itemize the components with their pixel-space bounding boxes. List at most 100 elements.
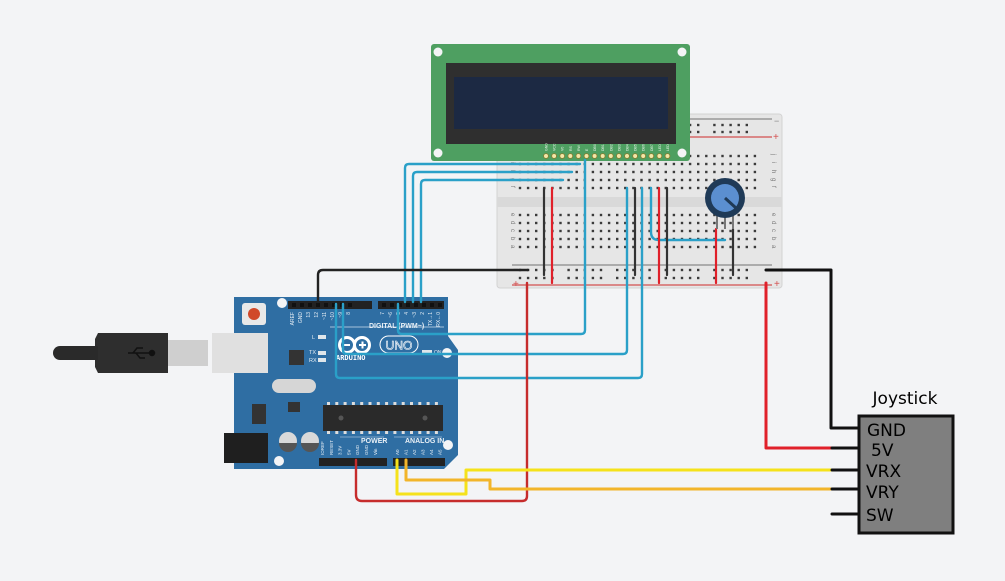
rail-hole[interactable] bbox=[632, 268, 635, 272]
lcd-pin[interactable] bbox=[567, 153, 574, 159]
breadboard-hole[interactable] bbox=[737, 221, 740, 225]
wire-lcd-e[interactable] bbox=[341, 186, 629, 356]
breadboard-hole[interactable] bbox=[745, 245, 748, 249]
breadboard-hole[interactable] bbox=[672, 229, 676, 233]
rail-hole[interactable] bbox=[567, 276, 570, 280]
breadboard-hole[interactable] bbox=[753, 162, 757, 166]
breadboard-hole[interactable] bbox=[745, 213, 748, 217]
breadboard-hole[interactable] bbox=[753, 213, 757, 217]
breadboard-hole[interactable] bbox=[632, 178, 635, 182]
rail-hole[interactable] bbox=[737, 268, 740, 272]
breadboard-hole[interactable] bbox=[688, 170, 692, 174]
joystick-module[interactable]: Joystick GND 5V VRX VRY SW bbox=[857, 389, 955, 535]
breadboard-hole[interactable] bbox=[567, 178, 570, 182]
rail-hole[interactable] bbox=[591, 268, 595, 272]
breadboard-hole[interactable] bbox=[680, 229, 684, 233]
breadboard-hole[interactable] bbox=[753, 245, 757, 249]
rail-hole[interactable] bbox=[672, 268, 676, 272]
breadboard-hole[interactable] bbox=[616, 170, 619, 174]
breadboard-hole[interactable] bbox=[713, 154, 716, 158]
breadboard-hole[interactable] bbox=[607, 245, 611, 249]
breadboard-hole[interactable] bbox=[575, 170, 578, 174]
breadboard-hole[interactable] bbox=[664, 170, 667, 174]
breadboard-hole[interactable] bbox=[599, 237, 603, 241]
header-socket[interactable] bbox=[308, 303, 312, 307]
rail-hole[interactable] bbox=[688, 130, 692, 134]
lcd-pin[interactable] bbox=[559, 153, 565, 159]
breadboard-hole[interactable] bbox=[753, 237, 757, 241]
rail-hole[interactable] bbox=[616, 276, 619, 280]
breadboard-hole[interactable] bbox=[656, 229, 659, 233]
lcd-pin[interactable] bbox=[551, 153, 557, 159]
breadboard-hole[interactable] bbox=[672, 245, 676, 249]
breadboard-hole[interactable] bbox=[607, 229, 611, 233]
rail-hole[interactable] bbox=[697, 276, 700, 280]
breadboard-hole[interactable] bbox=[705, 154, 708, 158]
breadboard-hole[interactable] bbox=[656, 213, 659, 217]
rail-hole[interactable] bbox=[688, 123, 692, 127]
breadboard-hole[interactable] bbox=[664, 186, 667, 190]
breadboard-hole[interactable] bbox=[559, 245, 562, 249]
breadboard-hole[interactable] bbox=[599, 170, 603, 174]
lcd-pin[interactable] bbox=[575, 153, 582, 159]
rail-hole[interactable] bbox=[729, 268, 732, 272]
rail-hole[interactable] bbox=[591, 276, 595, 280]
breadboard-hole[interactable] bbox=[607, 237, 611, 241]
breadboard-hole[interactable] bbox=[745, 162, 748, 166]
breadboard-hole[interactable] bbox=[721, 221, 724, 225]
breadboard-hole[interactable] bbox=[567, 237, 570, 241]
lcd-pin[interactable] bbox=[616, 153, 622, 159]
breadboard-hole[interactable] bbox=[753, 178, 757, 182]
breadboard-hole[interactable] bbox=[591, 237, 595, 241]
header-socket[interactable] bbox=[324, 303, 328, 307]
breadboard-hole[interactable] bbox=[664, 213, 667, 217]
breadboard-hole[interactable] bbox=[713, 162, 716, 166]
breadboard-hole[interactable] bbox=[672, 213, 676, 217]
breadboard-hole[interactable] bbox=[632, 162, 635, 166]
breadboard-hole[interactable] bbox=[575, 245, 578, 249]
rail-hole[interactable] bbox=[745, 276, 748, 280]
breadboard-hole[interactable] bbox=[559, 237, 562, 241]
breadboard-hole[interactable] bbox=[616, 162, 619, 166]
header-socket[interactable] bbox=[406, 303, 410, 307]
breadboard-hole[interactable] bbox=[713, 221, 716, 225]
rail-hole[interactable] bbox=[535, 276, 538, 280]
breadboard-hole[interactable] bbox=[680, 213, 684, 217]
rail-hole[interactable] bbox=[697, 123, 700, 127]
breadboard-hole[interactable] bbox=[656, 170, 659, 174]
rail-hole[interactable] bbox=[697, 268, 700, 272]
rail-hole[interactable] bbox=[721, 130, 724, 134]
breadboard-hole[interactable] bbox=[745, 237, 748, 241]
breadboard-hole[interactable] bbox=[559, 213, 562, 217]
breadboard-hole[interactable] bbox=[607, 170, 611, 174]
rail-hole[interactable] bbox=[624, 268, 627, 272]
breadboard-hole[interactable] bbox=[567, 245, 570, 249]
breadboard-hole[interactable] bbox=[575, 178, 578, 182]
breadboard-hole[interactable] bbox=[632, 186, 635, 190]
wire-lcd-d5[interactable] bbox=[411, 170, 574, 304]
breadboard-hole[interactable] bbox=[559, 186, 562, 190]
breadboard-hole[interactable] bbox=[705, 245, 708, 249]
lcd-pin[interactable] bbox=[648, 153, 655, 159]
breadboard-hole[interactable] bbox=[672, 186, 676, 190]
wire-arduino-gnd[interactable] bbox=[316, 268, 530, 304]
breadboard-hole[interactable] bbox=[721, 245, 724, 249]
breadboard-hole[interactable] bbox=[632, 170, 635, 174]
breadboard-hole[interactable] bbox=[697, 162, 700, 166]
breadboard-hole[interactable] bbox=[607, 186, 611, 190]
breadboard-hole[interactable] bbox=[607, 162, 611, 166]
header-socket[interactable] bbox=[438, 303, 442, 307]
breadboard-hole[interactable] bbox=[721, 170, 724, 174]
rail-hole[interactable] bbox=[745, 123, 748, 127]
lcd-pin[interactable] bbox=[599, 153, 606, 159]
breadboard-hole[interactable] bbox=[591, 229, 595, 233]
breadboard-hole[interactable] bbox=[705, 170, 708, 174]
breadboard-hole[interactable] bbox=[559, 229, 562, 233]
breadboard-hole[interactable] bbox=[705, 162, 708, 166]
breadboard-hole[interactable] bbox=[535, 221, 538, 225]
breadboard-hole[interactable] bbox=[688, 213, 692, 217]
rail-hole[interactable] bbox=[713, 130, 716, 134]
breadboard-hole[interactable] bbox=[697, 229, 700, 233]
rail-hole[interactable] bbox=[680, 268, 684, 272]
rail-hole[interactable] bbox=[729, 276, 732, 280]
